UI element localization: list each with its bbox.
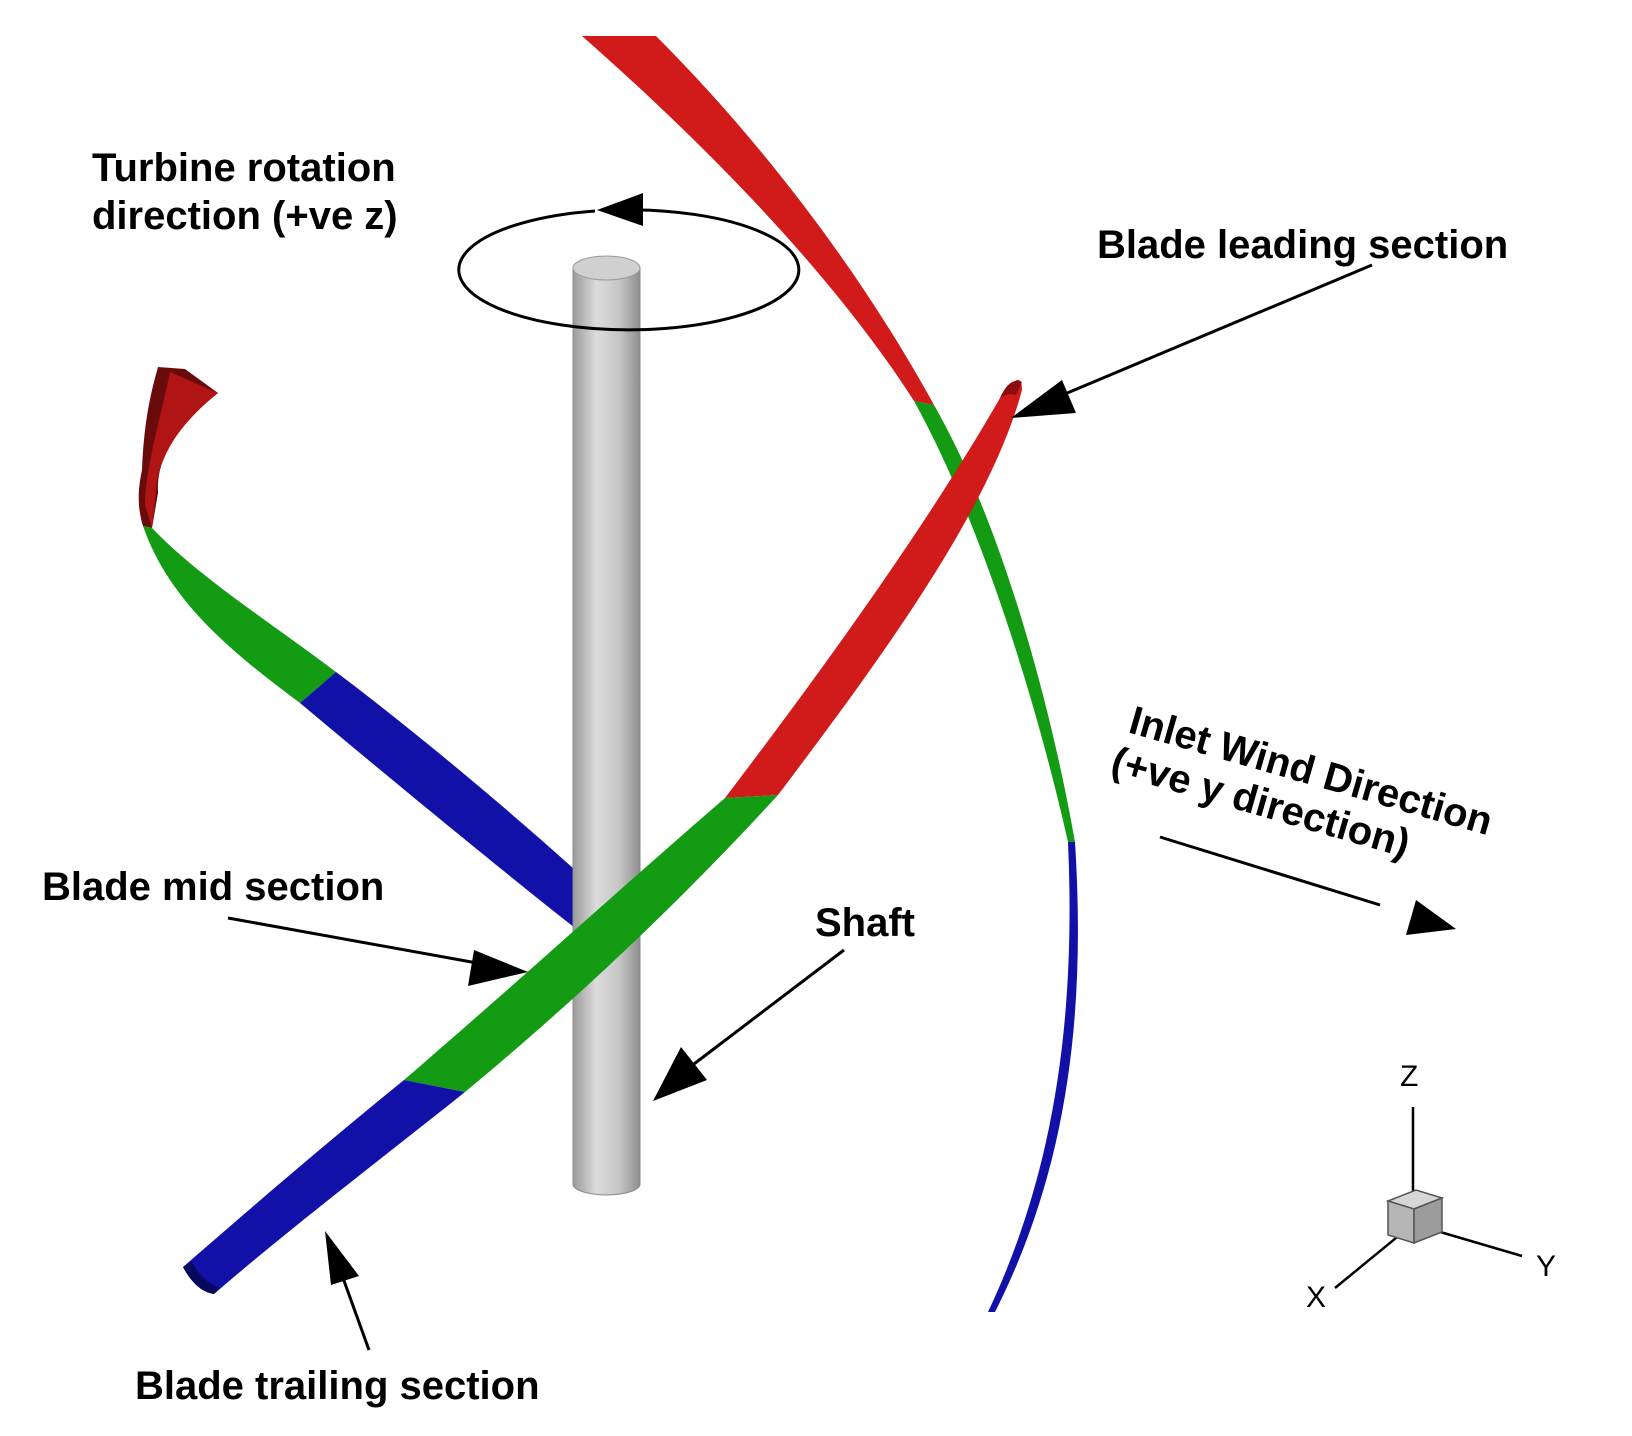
front-blade-trailing-segment (183, 1080, 465, 1294)
back-blade-mid-segment (143, 526, 336, 703)
trailing-section-arrowhead (325, 1231, 359, 1285)
shaft-arrowhead (653, 1047, 707, 1101)
triad-cube-left (1387, 1199, 1415, 1245)
shaft-body (572, 267, 641, 1196)
far-blade-leading-segment (582, 36, 934, 405)
rotation-label-line1: Turbine rotation (92, 146, 396, 190)
x-axis-label: X (1306, 1281, 1326, 1314)
rotation-ellipse (457, 208, 801, 332)
shaft-top (572, 255, 641, 281)
mid-section-arrowhead (468, 950, 528, 986)
trailing-section-label: Blade trailing section (135, 1364, 540, 1408)
leading-section-arrowhead (1011, 380, 1076, 418)
wind-direction-arrow (1159, 835, 1381, 907)
z-axis-label: Z (1400, 1060, 1418, 1093)
far-blade-mid-segment (914, 401, 1075, 842)
wind-direction-arrowhead (1406, 900, 1456, 935)
leading-section-arrow (1021, 263, 1373, 414)
rotation-arrowhead (597, 193, 643, 226)
shaft-label: Shaft (815, 901, 915, 945)
front-blade-leading-tip (1000, 380, 1022, 398)
front-blade-mid-segment (404, 795, 778, 1092)
wind-label: Inlet Wind Direction (+ve y direction) (1107, 698, 1498, 866)
front-blade-trailing-tip (183, 1262, 220, 1294)
leading-section-label: Blade leading section (1097, 223, 1508, 267)
axis-triad: Z Y X (1306, 1060, 1556, 1314)
mid-section-arrow (227, 916, 489, 967)
far-blade (582, 36, 1078, 1312)
front-blade (183, 379, 1022, 1294)
shaft (572, 255, 641, 1196)
far-blade-trailing-segment (988, 842, 1078, 1312)
trailing-section-arrow (341, 1277, 371, 1351)
back-blade (138, 367, 575, 928)
triad-cube-right (1413, 1196, 1443, 1245)
shaft-arrow (689, 948, 845, 1069)
y-axis-label: Y (1536, 1250, 1556, 1283)
rotation-indicator (457, 193, 801, 332)
mid-section-label: Blade mid section (42, 865, 384, 909)
rotation-label-line2: direction (+ve z) (92, 194, 398, 238)
back-blade-leading-segment-face (145, 372, 218, 528)
front-blade-leading-segment (725, 379, 1022, 798)
back-blade-trailing-segment (300, 672, 575, 928)
